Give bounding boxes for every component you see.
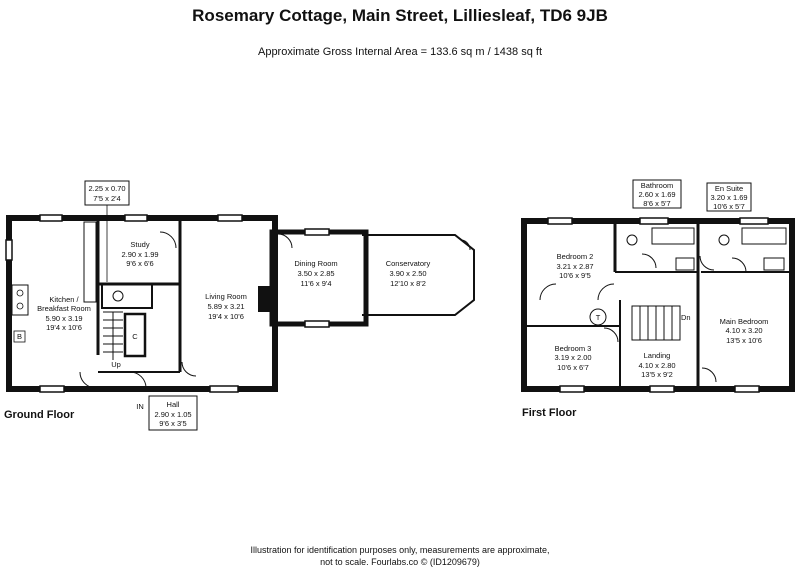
dining-room-size-ft: 11'6 x 9'4 <box>300 279 331 288</box>
entrance-marker: IN <box>136 402 144 411</box>
bathroom-size-ft: 8'6 x 5'7 <box>643 199 670 208</box>
ensuite-bath-icon <box>741 227 787 245</box>
dining-room-size-m: 3.50 x 2.85 <box>297 269 334 278</box>
stairs-down-marker: Dn <box>681 313 691 322</box>
tank-marker: T <box>596 313 601 322</box>
kitchen-name-2: Breakfast Room <box>37 304 91 313</box>
store-size-ft: 7'5 x 2'4 <box>93 194 120 203</box>
cupboard-wall <box>123 312 147 358</box>
disclaimer-line-1: Illustration for identification purposes… <box>250 545 550 555</box>
bathroom-label-box <box>632 179 682 209</box>
first-floor-plan <box>521 217 795 393</box>
study-name: Study <box>130 240 149 249</box>
tank-cupboard <box>589 308 607 326</box>
bedroom2-size-m: 3.21 x 2.87 <box>556 262 593 271</box>
stairs-up-marker: Up <box>111 360 121 369</box>
ensuite-size-ft: 10'6 x 5'7 <box>713 202 745 211</box>
conservatory-size-m: 3.90 x 2.50 <box>389 269 426 278</box>
landing-name: Landing <box>644 351 671 360</box>
boiler-marker: B <box>17 332 22 341</box>
ensuite-basin-icon <box>763 257 785 271</box>
ensuite-wc-icon <box>718 234 730 246</box>
disclaimer: Illustration for identification purposes… <box>0 544 800 568</box>
ensuite-size-m: 3.20 x 1.69 <box>710 193 747 202</box>
conservatory-name: Conservatory <box>386 259 431 268</box>
store-size-m: 2.25 x 0.70 <box>88 184 125 193</box>
ground-floor-windows <box>5 214 330 393</box>
utility-cupboard-wall <box>101 283 153 309</box>
main-bedroom-size-ft: 13'5 x 10'6 <box>726 336 762 345</box>
ground-floor-plan <box>5 214 475 393</box>
ground-floor-stairs <box>103 311 123 360</box>
area-summary: Approximate Gross Internal Area = 133.6 … <box>257 46 542 58</box>
bathroom-basin-icon <box>675 257 695 271</box>
bath-icon <box>651 227 695 245</box>
hall-label-box <box>148 395 198 431</box>
first-floor-label: First Floor <box>522 407 577 419</box>
study-size-m: 2.90 x 1.99 <box>121 250 158 259</box>
kitchen-worktop <box>83 221 97 303</box>
living-room-size-m: 5.89 x 3.21 <box>207 302 244 311</box>
conservatory-size-ft: 12'10 x 8'2 <box>390 279 426 288</box>
ground-floor-label: Ground Floor <box>4 409 75 421</box>
hall-size-m: 2.90 x 1.05 <box>154 410 191 419</box>
wc-icon <box>112 290 124 302</box>
landing-size-ft: 13'5 x 9'2 <box>641 370 673 379</box>
study-size-ft: 9'6 x 6'6 <box>126 259 153 268</box>
ensuite-name: En Suite <box>715 184 743 193</box>
kitchen-cooker <box>11 284 29 316</box>
dining-room-name: Dining Room <box>294 259 337 268</box>
dining-room-wall <box>269 229 369 327</box>
main-bedroom-name: Main Bedroom <box>720 317 769 326</box>
bathroom-wc-icon <box>626 234 638 246</box>
kitchen-size-m: 5.90 x 3.19 <box>45 314 82 323</box>
cupboard-marker: C <box>132 332 138 341</box>
main-bedroom-size-m: 4.10 x 3.20 <box>725 326 762 335</box>
first-floor-doors <box>539 253 747 383</box>
kitchen-size-ft: 19'4 x 10'6 <box>46 323 82 332</box>
store-label-box <box>84 180 130 206</box>
landing-size-m: 4.10 x 2.80 <box>638 361 675 370</box>
chimney-breast <box>258 286 272 312</box>
hall-size-ft: 9'6 x 3'5 <box>159 419 186 428</box>
ground-floor-doors <box>79 231 471 389</box>
bathroom-size-m: 2.60 x 1.69 <box>638 190 675 199</box>
boiler-box <box>13 330 26 343</box>
kitchen-name-1: Kitchen / <box>49 295 79 304</box>
ensuite-label-box <box>706 182 752 212</box>
bathroom-name: Bathroom <box>641 181 674 190</box>
bedroom2-size-ft: 10'6 x 9'5 <box>559 271 591 280</box>
conservatory-wall <box>362 234 475 316</box>
disclaimer-line-2: not to scale. Fourlabs.co © (ID1209679) <box>320 557 480 567</box>
plan-title: Rosemary Cottage, Main Street, Lilliesle… <box>192 6 608 25</box>
bedroom2-name: Bedroom 2 <box>557 252 594 261</box>
first-floor-stairs <box>631 305 681 341</box>
first-floor-windows <box>547 217 769 393</box>
living-room-name: Living Room <box>205 292 247 301</box>
hall-name: Hall <box>167 400 180 409</box>
bedroom3-size-ft: 10'6 x 6'7 <box>557 363 589 372</box>
bedroom3-name: Bedroom 3 <box>555 344 592 353</box>
bedroom3-size-m: 3.19 x 2.00 <box>554 353 591 362</box>
living-room-size-ft: 19'4 x 10'6 <box>208 312 244 321</box>
